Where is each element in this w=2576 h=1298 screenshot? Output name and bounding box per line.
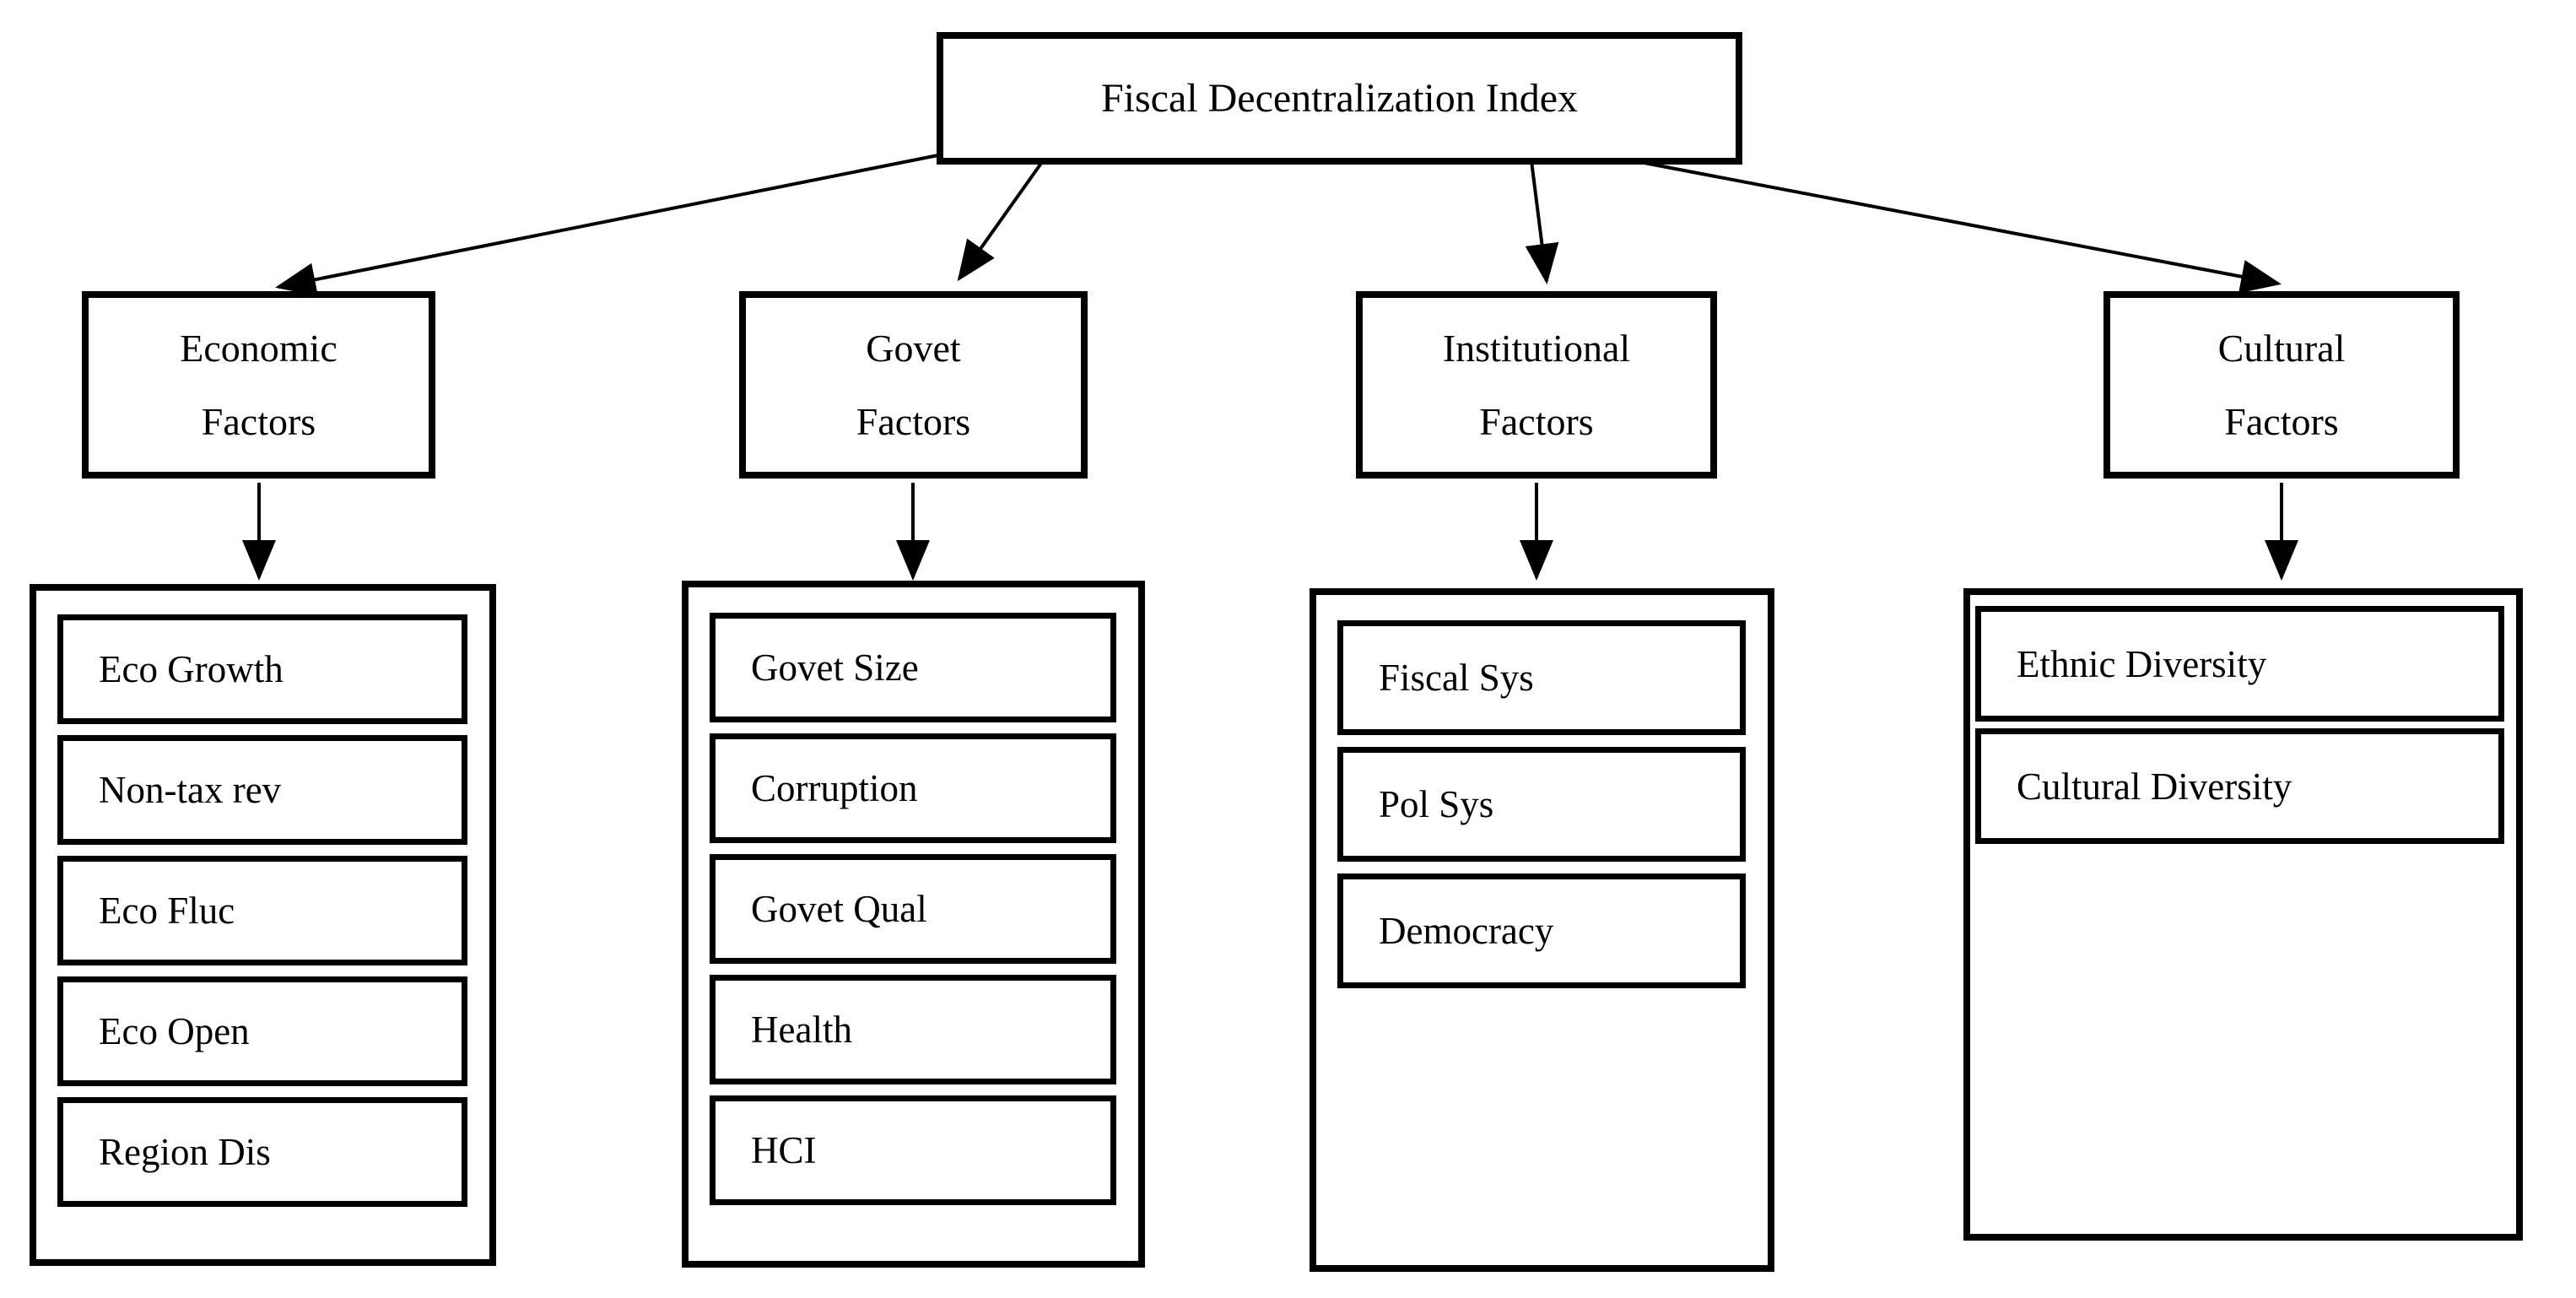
item-list-govet: Govet Size Corruption Govet Qual Health … (682, 581, 1145, 1268)
branch-header-economic: Economic Factors (82, 291, 435, 479)
leaf-item-region-dis: Region Dis (57, 1097, 467, 1207)
leaf-item-label: Region Dis (99, 1131, 271, 1173)
leaf-item-label: Eco Growth (99, 648, 284, 690)
leaf-item-govet-qual: Govet Qual (710, 854, 1116, 964)
leaf-item-label: Govet Qual (751, 888, 927, 930)
leaf-item-corruption: Corruption (710, 733, 1116, 843)
leaf-item-label: Non-tax rev (99, 769, 282, 811)
root-box: Fiscal Decentralization Index (937, 32, 1742, 165)
leaf-item-eco-growth: Eco Growth (57, 614, 467, 724)
leaf-item-label: Eco Open (99, 1010, 250, 1052)
branch-label-line2: Factors (201, 399, 316, 443)
leaf-item-label: HCI (751, 1129, 817, 1171)
leaf-item-eco-fluc: Eco Fluc (57, 856, 467, 965)
leaf-item-hci: HCI (710, 1095, 1116, 1205)
leaf-item-fiscal-sys: Fiscal Sys (1337, 620, 1746, 735)
branch-header-govet: Govet Factors (739, 291, 1088, 479)
branch-label-line1: Cultural (2217, 327, 2346, 370)
leaf-item-label: Fiscal Sys (1379, 657, 1534, 699)
leaf-item-label: Ethnic Diversity (2017, 642, 2267, 685)
branch-header-cultural: Cultural Factors (2103, 291, 2460, 479)
leaf-item-govet-size: Govet Size (710, 613, 1116, 722)
item-list-institutional: Fiscal Sys Pol Sys Democracy (1310, 588, 1774, 1272)
branch-label-line1: Economic (180, 327, 338, 370)
leaf-item-ethnic-diversity: Ethnic Diversity (1975, 606, 2504, 722)
leaf-item-label: Health (751, 1009, 852, 1051)
leaf-item-non-tax-rev: Non-tax rev (57, 735, 467, 845)
branch-label-line2: Factors (856, 399, 971, 443)
branch-header-institutional: Institutional Factors (1356, 291, 1717, 479)
branch-label-line1: Govet (866, 327, 961, 370)
leaf-item-democracy: Democracy (1337, 873, 1746, 988)
leaf-item-health: Health (710, 975, 1116, 1084)
leaf-item-pol-sys: Pol Sys (1337, 747, 1746, 862)
branch-label-line2: Factors (1479, 399, 1594, 443)
leaf-item-label: Govet Size (751, 646, 919, 689)
leaf-item-label: Corruption (751, 767, 918, 809)
leaf-item-label: Eco Fluc (99, 890, 235, 932)
item-list-economic: Eco Growth Non-tax rev Eco Fluc Eco Open… (30, 584, 496, 1266)
leaf-item-label: Pol Sys (1379, 783, 1494, 825)
branch-label-line2: Factors (2224, 399, 2339, 443)
branch-label-line1: Institutional (1442, 327, 1631, 370)
root-label: Fiscal Decentralization Index (1100, 76, 1579, 121)
leaf-item-label: Democracy (1379, 910, 1554, 952)
leaf-item-cultural-diversity: Cultural Diversity (1975, 728, 2504, 844)
leaf-item-label: Cultural Diversity (2017, 765, 2292, 808)
leaf-item-eco-open: Eco Open (57, 976, 467, 1086)
item-list-cultural: Ethnic Diversity Cultural Diversity (1963, 588, 2523, 1241)
